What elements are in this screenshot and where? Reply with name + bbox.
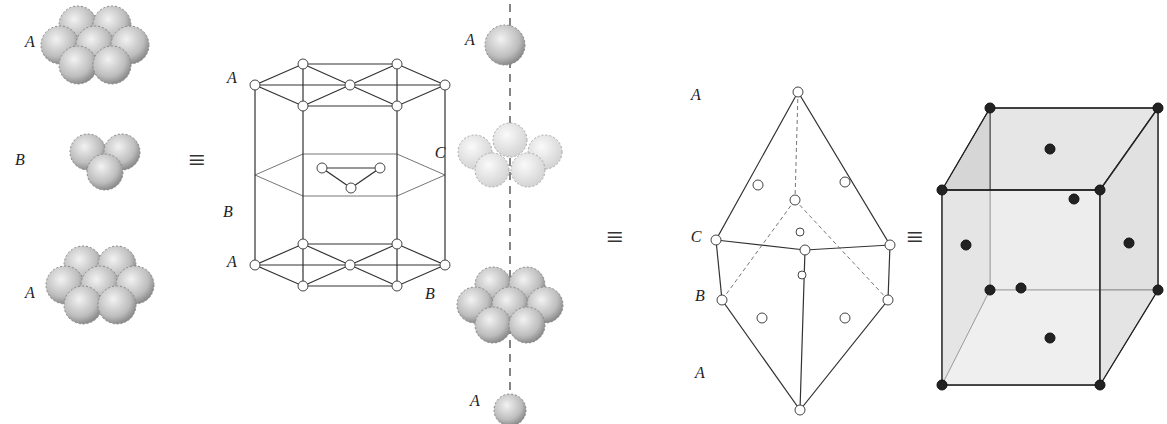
hcp-cell [250,59,450,291]
sphere-layers [41,6,154,324]
layer-letter: B [425,286,435,302]
layer-letter: A [25,34,35,50]
layer-letter: A [25,285,35,301]
layer-letter: B [223,204,233,220]
layer-letter: A [695,365,705,381]
layer-letter: C [435,145,446,161]
layer-letter: B [695,288,705,304]
fcc-cube [937,103,1163,390]
layer-letter: C [691,229,702,245]
layer-letter: A [465,32,475,48]
equivalence-sign: ≡ [189,145,206,175]
layer-letter: B [15,152,25,168]
layer-letter: A [691,87,701,103]
equivalence-sign: ≡ [607,222,624,252]
layer-letter: A [227,254,237,270]
ccp-layers [457,4,563,424]
equivalence-sign: ≡ [907,222,924,252]
rhombohedral-cell [711,87,895,415]
layer-letter: A [227,70,237,86]
layer-letter: A [470,393,480,409]
